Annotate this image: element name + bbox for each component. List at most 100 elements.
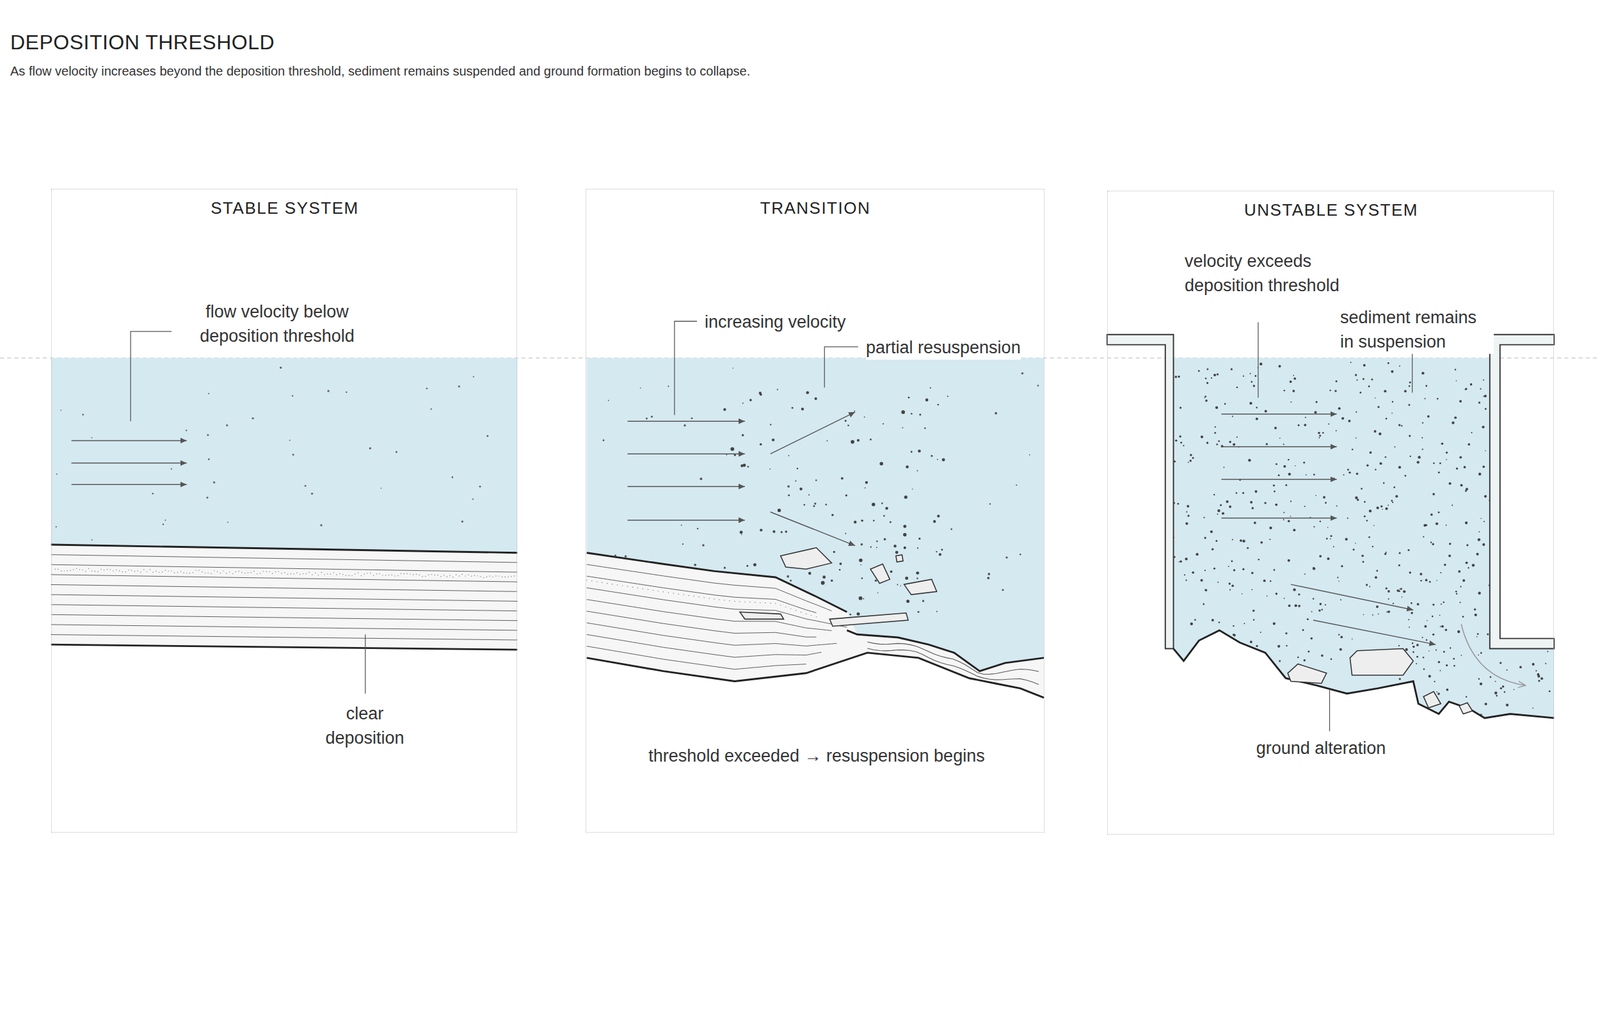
sediment-particle [380, 487, 383, 489]
sediment-particle [1208, 714, 1211, 718]
sediment-particle [942, 458, 946, 462]
sediment-particle [759, 391, 762, 395]
sediment-particle [1320, 654, 1324, 658]
layer-grain [210, 572, 212, 574]
layer-grain [504, 576, 506, 578]
sediment-particle [472, 498, 474, 500]
layer-grain [192, 572, 194, 573]
sediment-particle [1484, 394, 1487, 398]
sediment-particle [1195, 680, 1199, 684]
sediment-particle [1409, 455, 1411, 457]
sediment-particle [1410, 602, 1413, 605]
sediment-particle [1272, 484, 1275, 487]
layer-grain [323, 574, 325, 575]
sediment-particle [667, 385, 669, 387]
panel-heading: STABLE SYSTEM [210, 198, 359, 219]
sediment-particle [1037, 384, 1040, 387]
sediment-particle [904, 495, 908, 499]
sediment-particle [822, 575, 826, 579]
sediment-particle [1517, 629, 1519, 632]
sediment-particle [1278, 364, 1282, 368]
sediment-particle [1467, 567, 1469, 569]
sediment-particle [1539, 518, 1542, 521]
sediment-particle [1249, 640, 1253, 644]
layer-grain [195, 569, 196, 571]
sediment-particle [1316, 686, 1318, 688]
sediment-particle [1532, 663, 1535, 666]
layer-grain [109, 568, 111, 570]
sediment-particle [1542, 624, 1545, 628]
sediment-particle [794, 480, 797, 482]
layer-grain [775, 602, 776, 604]
sediment-particle [1399, 365, 1401, 367]
sediment-particle [1436, 579, 1438, 582]
layer-grain [330, 573, 331, 575]
sediment-particle [1329, 389, 1331, 392]
sediment-particle [1437, 692, 1440, 696]
layer-grain [208, 572, 209, 573]
sediment-particle [1290, 500, 1292, 502]
sediment-particle [1511, 538, 1514, 542]
sediment-particle [1242, 668, 1245, 671]
layer-grain [431, 574, 432, 575]
sediment-particle [1213, 494, 1215, 496]
sediment-particle [1320, 608, 1323, 610]
sediment-particle [1249, 669, 1252, 672]
sediment-particle [1392, 602, 1394, 605]
sediment-particle [1324, 604, 1327, 606]
sediment-particle [1263, 579, 1266, 582]
layer-grain [647, 588, 649, 590]
sediment-particle [916, 469, 918, 472]
sediment-particle [1544, 663, 1547, 665]
layer-line [51, 594, 518, 601]
sediment-particle [1283, 519, 1285, 521]
sediment-particle [1367, 714, 1369, 717]
layer-grain [161, 571, 163, 573]
sediment-particle [1464, 387, 1467, 390]
sediment-particle [1404, 648, 1408, 651]
sediment-particle [1545, 494, 1548, 497]
sediment-particle [1462, 615, 1465, 618]
sediment-particle [1175, 710, 1179, 713]
sediment-particle [1430, 513, 1433, 516]
layer-grain [421, 576, 423, 577]
layer-grain [363, 573, 365, 575]
sediment-particle [659, 592, 662, 595]
sediment-particle [912, 488, 914, 490]
layer-line [586, 564, 832, 612]
layer-grain [333, 572, 335, 573]
sediment-particle [345, 391, 347, 393]
layer-grain [606, 583, 608, 584]
sediment-particle [938, 552, 942, 556]
layer-line [586, 599, 832, 632]
layer-grain [155, 570, 157, 572]
leader-line [674, 321, 697, 416]
layer-grain [492, 576, 493, 578]
sediment-particle [1336, 504, 1338, 507]
sediment-particle [486, 435, 489, 438]
layer-grain [88, 568, 89, 569]
sediment-particle [1322, 432, 1325, 434]
layer-grain [57, 568, 59, 570]
layer-grain [137, 570, 139, 571]
sediment-particle [881, 502, 884, 505]
layer-grain [149, 568, 151, 570]
sediment-particle [1232, 625, 1235, 627]
sediment-particle [1186, 504, 1190, 508]
sediment-particle [479, 485, 482, 488]
sediment-particle [1219, 504, 1222, 507]
sediment-particle [1273, 568, 1276, 571]
layer-grain [458, 575, 460, 576]
sediment-particle [870, 546, 872, 548]
layer-grain [216, 571, 218, 573]
layer-grain [632, 586, 633, 588]
sediment-particle [1217, 440, 1220, 443]
layer-grain [382, 574, 383, 576]
sediment-particle [1380, 505, 1383, 508]
sediment-particle [1536, 448, 1539, 451]
sediment-particle [1449, 647, 1451, 649]
sediment-particle [889, 520, 892, 523]
sediment-particle [1283, 597, 1286, 600]
sediment-particle [1333, 545, 1335, 548]
sediment-particle [1185, 522, 1188, 525]
